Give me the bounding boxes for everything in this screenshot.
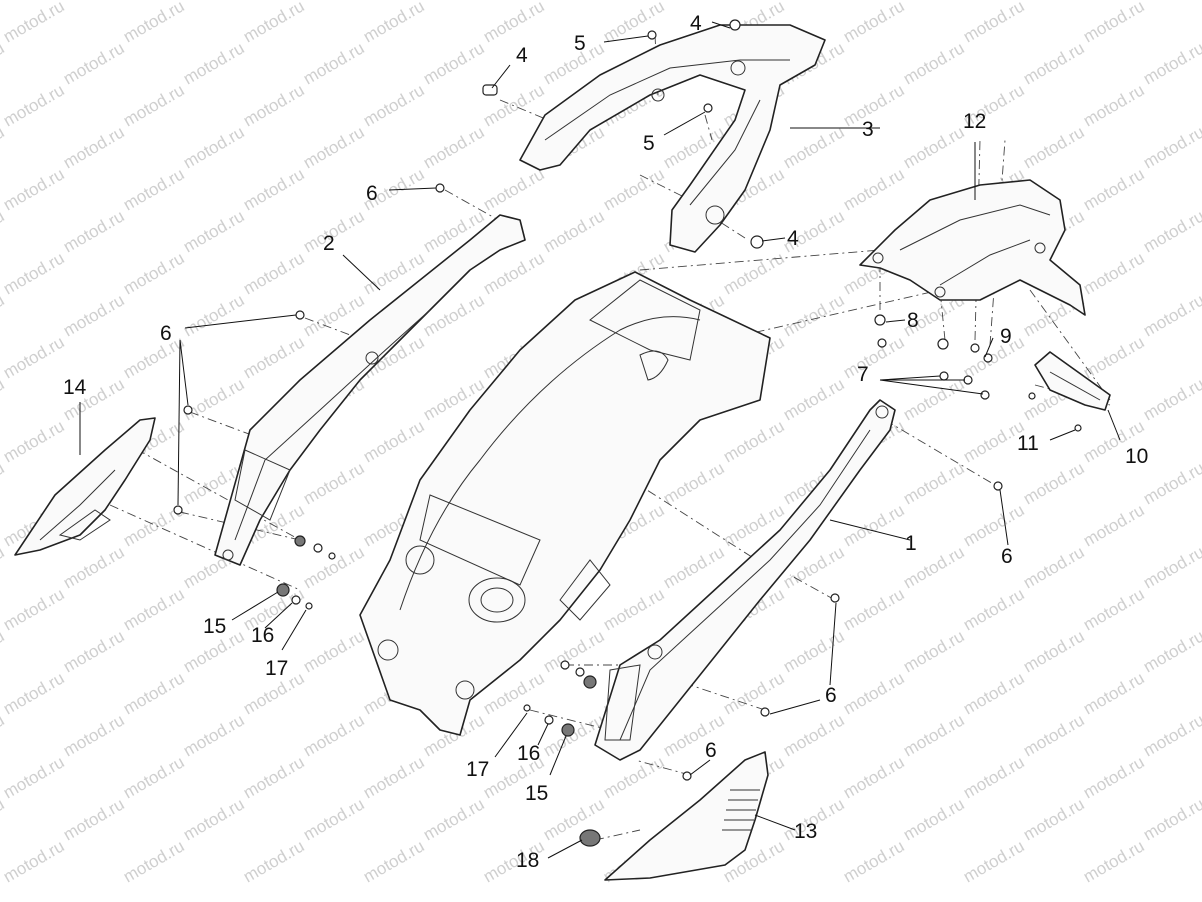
callout-1: 1 — [905, 532, 917, 555]
callout-16-left: 16 — [251, 624, 274, 647]
callout-6-right: 6 — [1001, 545, 1013, 568]
callout-9: 9 — [1000, 325, 1012, 348]
callout-7: 7 — [857, 363, 869, 386]
callout-8: 8 — [907, 309, 919, 332]
leader-lines — [79, 21, 1121, 859]
callout-12: 12 — [963, 110, 986, 133]
callout-14: 14 — [63, 376, 87, 399]
reflector-bracket-part-10 — [1034, 351, 1111, 411]
callout-labels: 1 2 3 4 4 4 5 5 6 6 6 6 6 7 8 9 10 11 12… — [63, 12, 1148, 872]
callout-17-right: 17 — [466, 758, 489, 781]
callout-4-lower: 4 — [787, 227, 799, 250]
callout-2: 2 — [323, 232, 335, 255]
callout-5-top: 5 — [574, 32, 586, 55]
callout-6-upper: 6 — [366, 182, 378, 205]
callout-4-top-left: 4 — [516, 44, 528, 67]
callout-16-right: 16 — [517, 742, 540, 765]
callout-6-bottom: 6 — [705, 739, 717, 762]
grab-rail-part-3 — [519, 24, 826, 253]
callout-11: 11 — [1017, 432, 1039, 455]
callout-6-left: 6 — [160, 322, 172, 345]
callout-18: 18 — [516, 849, 539, 872]
callout-5-middle: 5 — [643, 132, 655, 155]
callout-10: 10 — [1125, 445, 1148, 468]
callout-15-right: 15 — [525, 782, 548, 805]
callout-13: 13 — [794, 820, 817, 843]
side-panel-left-part-2 — [214, 214, 526, 566]
callout-6-lower: 6 — [825, 684, 837, 707]
side-cover-part-13 — [604, 751, 769, 881]
fasteners — [173, 19, 1082, 847]
side-panel-right-part-1 — [594, 399, 896, 761]
side-cover-part-14 — [14, 417, 156, 556]
rear-fender-undertray — [359, 271, 771, 736]
callout-15-left: 15 — [203, 615, 226, 638]
callout-4-top-right: 4 — [690, 12, 702, 35]
callout-17-left: 17 — [265, 657, 288, 680]
callout-3: 3 — [862, 118, 874, 141]
license-bracket-part-12 — [859, 179, 1086, 316]
